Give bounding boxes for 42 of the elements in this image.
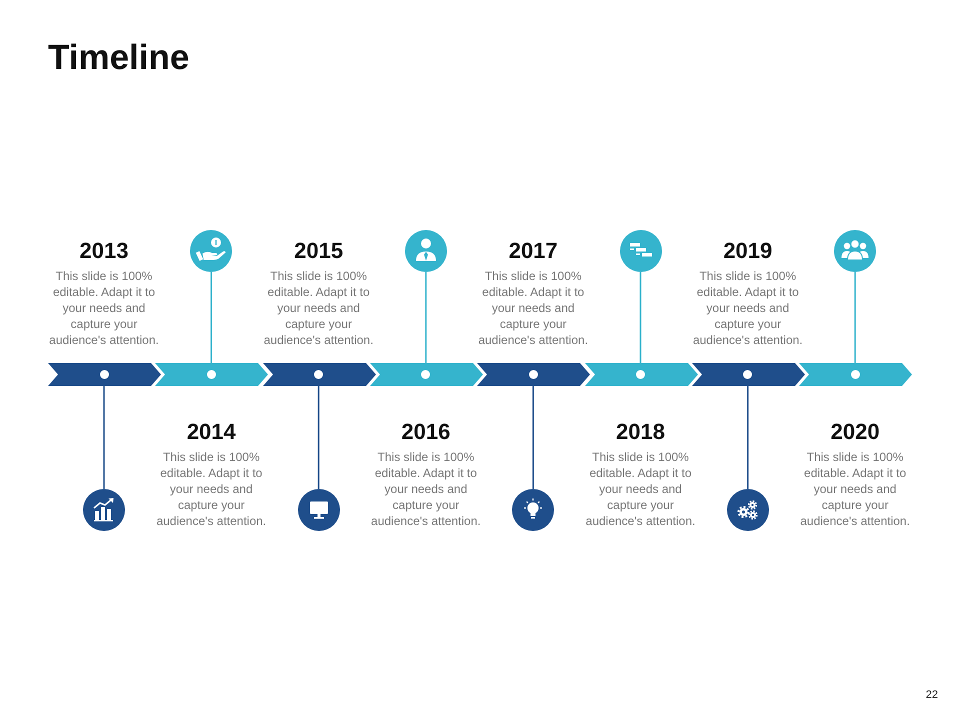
year-label: 2013 xyxy=(80,237,128,265)
description-text: This slide is 100% editable. Adapt it to your needs and capture your audience's attention. xyxy=(584,449,696,529)
chevron-segment xyxy=(477,363,590,386)
gears-icon xyxy=(726,489,769,531)
year-label: 2016 xyxy=(401,418,450,446)
year-label: 2015 xyxy=(294,237,344,265)
year-label: 2017 xyxy=(508,237,558,265)
connector-line xyxy=(640,272,642,363)
chevron-segment xyxy=(692,363,805,386)
year-label: 2014 xyxy=(186,418,236,446)
gantt-chart-icon xyxy=(620,230,662,272)
page-number: 22 xyxy=(926,688,938,702)
year-label: 2018 xyxy=(616,418,665,446)
hand-coin-icon xyxy=(190,230,232,272)
connector-line xyxy=(854,272,856,363)
year-label: 2019 xyxy=(723,237,772,265)
chevron-segment xyxy=(370,363,483,386)
connector-line xyxy=(747,386,749,489)
description-text: This slide is 100% editable. Adapt it to your needs and capture your audience's attention. xyxy=(477,268,590,348)
growth-chart-icon xyxy=(83,489,125,531)
description-text: This slide is 100% editable. Adapt it to your needs and capture your audience's attention. xyxy=(155,449,268,529)
connector-line xyxy=(425,272,427,363)
chevron-segment xyxy=(262,363,376,386)
description-text: This slide is 100% editable. Adapt it to your needs and capture your audience's attention. xyxy=(370,449,482,529)
people-group-icon xyxy=(834,230,876,272)
description-text: This slide is 100% editable. Adapt it to your needs and capture your audience's attention. xyxy=(692,268,804,348)
connector-line xyxy=(210,272,212,363)
connector-line xyxy=(318,386,320,489)
description-text: This slide is 100% editable. Adapt it to your needs and capture your audience's attention. xyxy=(799,449,911,529)
connector-line xyxy=(532,386,534,489)
slide-title: Timeline xyxy=(48,37,190,79)
chevron-segment xyxy=(155,363,268,386)
connector-line xyxy=(103,386,105,489)
chevron-segment xyxy=(799,363,912,386)
description-text: This slide is 100% editable. Adapt it to your needs and capture your audience's attention. xyxy=(262,268,374,348)
description-text: This slide is 100% editable. Adapt it to your needs and capture your audience's attention. xyxy=(48,268,160,348)
lightbulb-icon xyxy=(512,489,554,531)
chevron-segment xyxy=(48,363,161,386)
businessman-icon xyxy=(404,230,447,272)
monitor-icon xyxy=(298,489,340,531)
chevron-segment xyxy=(584,363,698,386)
year-label: 2020 xyxy=(830,418,880,446)
